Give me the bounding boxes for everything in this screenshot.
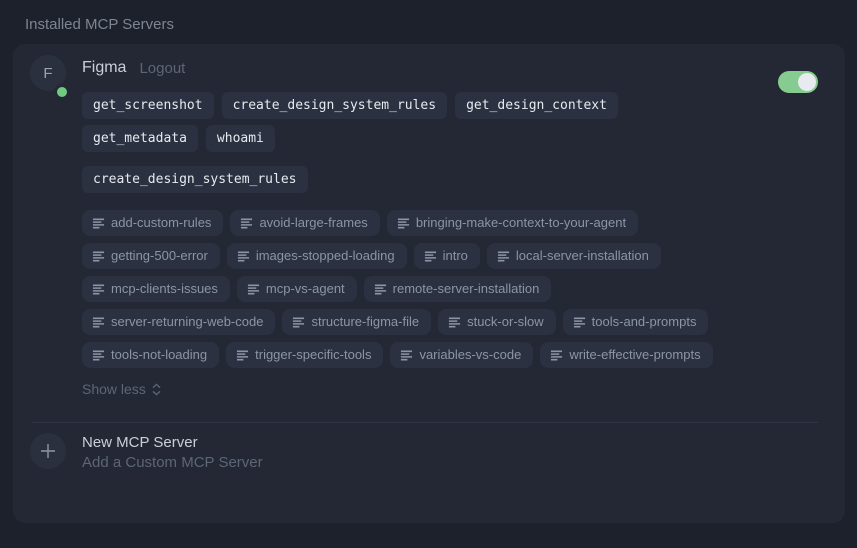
resource-chip[interactable]: server-returning-web-code — [82, 309, 276, 335]
text-lines-icon — [92, 251, 105, 261]
resource-chip-label: remote-server-installation — [392, 281, 540, 296]
tool-chip[interactable]: whoami — [205, 125, 275, 152]
new-server-subtitle: Add a Custom MCP Server — [82, 454, 263, 471]
text-lines-icon — [241, 218, 253, 228]
text-lines-icon — [92, 317, 105, 327]
text-lines-icon — [573, 317, 585, 327]
resource-chip[interactable]: mcp-clients-issues — [82, 276, 230, 302]
resource-chip-label: server-returning-web-code — [111, 314, 264, 329]
toggle-knob — [798, 73, 816, 91]
server-content: Figma Logout get_screenshot create_design… — [82, 55, 825, 399]
resource-chip[interactable]: tools-not-loading — [82, 342, 220, 368]
server-name: Figma — [82, 59, 127, 76]
tools-list: get_screenshot create_design_system_rules… — [82, 92, 722, 152]
plus-circle — [30, 433, 66, 469]
resource-chip-label: add-custom-rules — [111, 215, 212, 230]
resource-chip-label: images-stopped-loading — [255, 248, 395, 263]
resource-chip[interactable]: tools-and-prompts — [562, 309, 709, 335]
status-dot — [54, 84, 70, 100]
resource-chip[interactable]: avoid-large-frames — [230, 210, 380, 236]
prompts-list: create_design_system_rules — [82, 166, 722, 193]
resource-chip[interactable]: stuck-or-slow — [438, 309, 556, 335]
resource-chip-label: tools-and-prompts — [591, 314, 697, 329]
text-lines-icon — [424, 251, 436, 261]
resource-chip[interactable]: variables-vs-code — [390, 342, 534, 368]
resource-chip-label: stuck-or-slow — [467, 314, 544, 329]
show-less-button[interactable]: Show less — [82, 381, 162, 397]
text-lines-icon — [92, 350, 105, 360]
resource-chip[interactable]: intro — [413, 243, 480, 269]
divider — [32, 422, 818, 423]
tool-chip[interactable]: get_metadata — [82, 125, 198, 152]
resource-chip-label: mcp-clients-issues — [111, 281, 218, 296]
resources-list: add-custom-rules avoid-large-frames bringi… — [82, 210, 732, 368]
resource-chip[interactable]: trigger-specific-tools — [226, 342, 384, 368]
text-lines-icon — [551, 350, 563, 360]
unfold-icon — [152, 382, 161, 396]
resource-chip[interactable]: bringing-make-context-to-your-agent — [386, 210, 639, 236]
resource-chip[interactable]: write-effective-prompts — [540, 342, 713, 368]
tool-chip[interactable]: create_design_system_rules — [221, 92, 448, 119]
server-avatar-column: F — [30, 55, 70, 399]
text-lines-icon — [449, 317, 461, 327]
tool-chip[interactable]: get_design_context — [455, 92, 618, 119]
text-lines-icon — [293, 317, 305, 327]
new-server-title: New MCP Server — [82, 434, 198, 451]
prompt-chip[interactable]: create_design_system_rules — [82, 166, 308, 193]
resource-chip[interactable]: local-server-installation — [486, 243, 661, 269]
text-lines-icon — [401, 350, 413, 360]
resource-chip[interactable]: structure-figma-file — [282, 309, 432, 335]
resource-chip-label: avoid-large-frames — [259, 215, 368, 230]
text-lines-icon — [237, 251, 249, 261]
resource-chip-label: bringing-make-context-to-your-agent — [415, 215, 627, 230]
resource-chip[interactable]: mcp-vs-agent — [236, 276, 357, 302]
resource-chip[interactable]: remote-server-installation — [363, 276, 552, 302]
resource-chip-label: tools-not-loading — [111, 347, 208, 362]
resource-chip[interactable]: add-custom-rules — [82, 210, 224, 236]
resource-chip-label: getting-500-error — [111, 248, 208, 263]
resource-chip-label: variables-vs-code — [419, 347, 522, 362]
text-lines-icon — [397, 218, 409, 228]
resource-chip-label: write-effective-prompts — [569, 347, 701, 362]
resource-chip-label: intro — [442, 248, 468, 263]
server-enabled-toggle[interactable] — [778, 71, 818, 93]
text-lines-icon — [247, 284, 259, 294]
server-avatar: F — [30, 55, 66, 91]
server-section: F Figma Logout get_screenshot create_desi… — [13, 44, 845, 399]
page-title: Installed MCP Servers — [25, 16, 174, 33]
text-lines-icon — [92, 284, 105, 294]
plus-icon — [41, 444, 55, 458]
logout-button[interactable]: Logout — [139, 59, 186, 77]
text-lines-icon — [497, 251, 509, 261]
mcp-server-card: F Figma Logout get_screenshot create_desi… — [13, 44, 845, 523]
avatar-letter: F — [43, 64, 53, 82]
text-lines-icon — [374, 284, 386, 294]
resource-chip-label: structure-figma-file — [311, 314, 420, 329]
resource-chip-label: local-server-installation — [515, 248, 649, 263]
resource-chip[interactable]: getting-500-error — [82, 243, 220, 269]
text-lines-icon — [92, 218, 105, 228]
server-header: Figma Logout — [82, 55, 825, 81]
resource-chip[interactable]: images-stopped-loading — [226, 243, 407, 269]
resource-chip-label: trigger-specific-tools — [255, 347, 372, 362]
tool-chip[interactable]: get_screenshot — [82, 92, 214, 119]
text-lines-icon — [237, 350, 249, 360]
new-server-text: New MCP Server Add a Custom MCP Server — [82, 433, 263, 471]
show-less-label: Show less — [82, 381, 146, 397]
new-mcp-server-button[interactable]: New MCP Server Add a Custom MCP Server — [13, 423, 845, 471]
resource-chip-label: mcp-vs-agent — [265, 281, 345, 296]
